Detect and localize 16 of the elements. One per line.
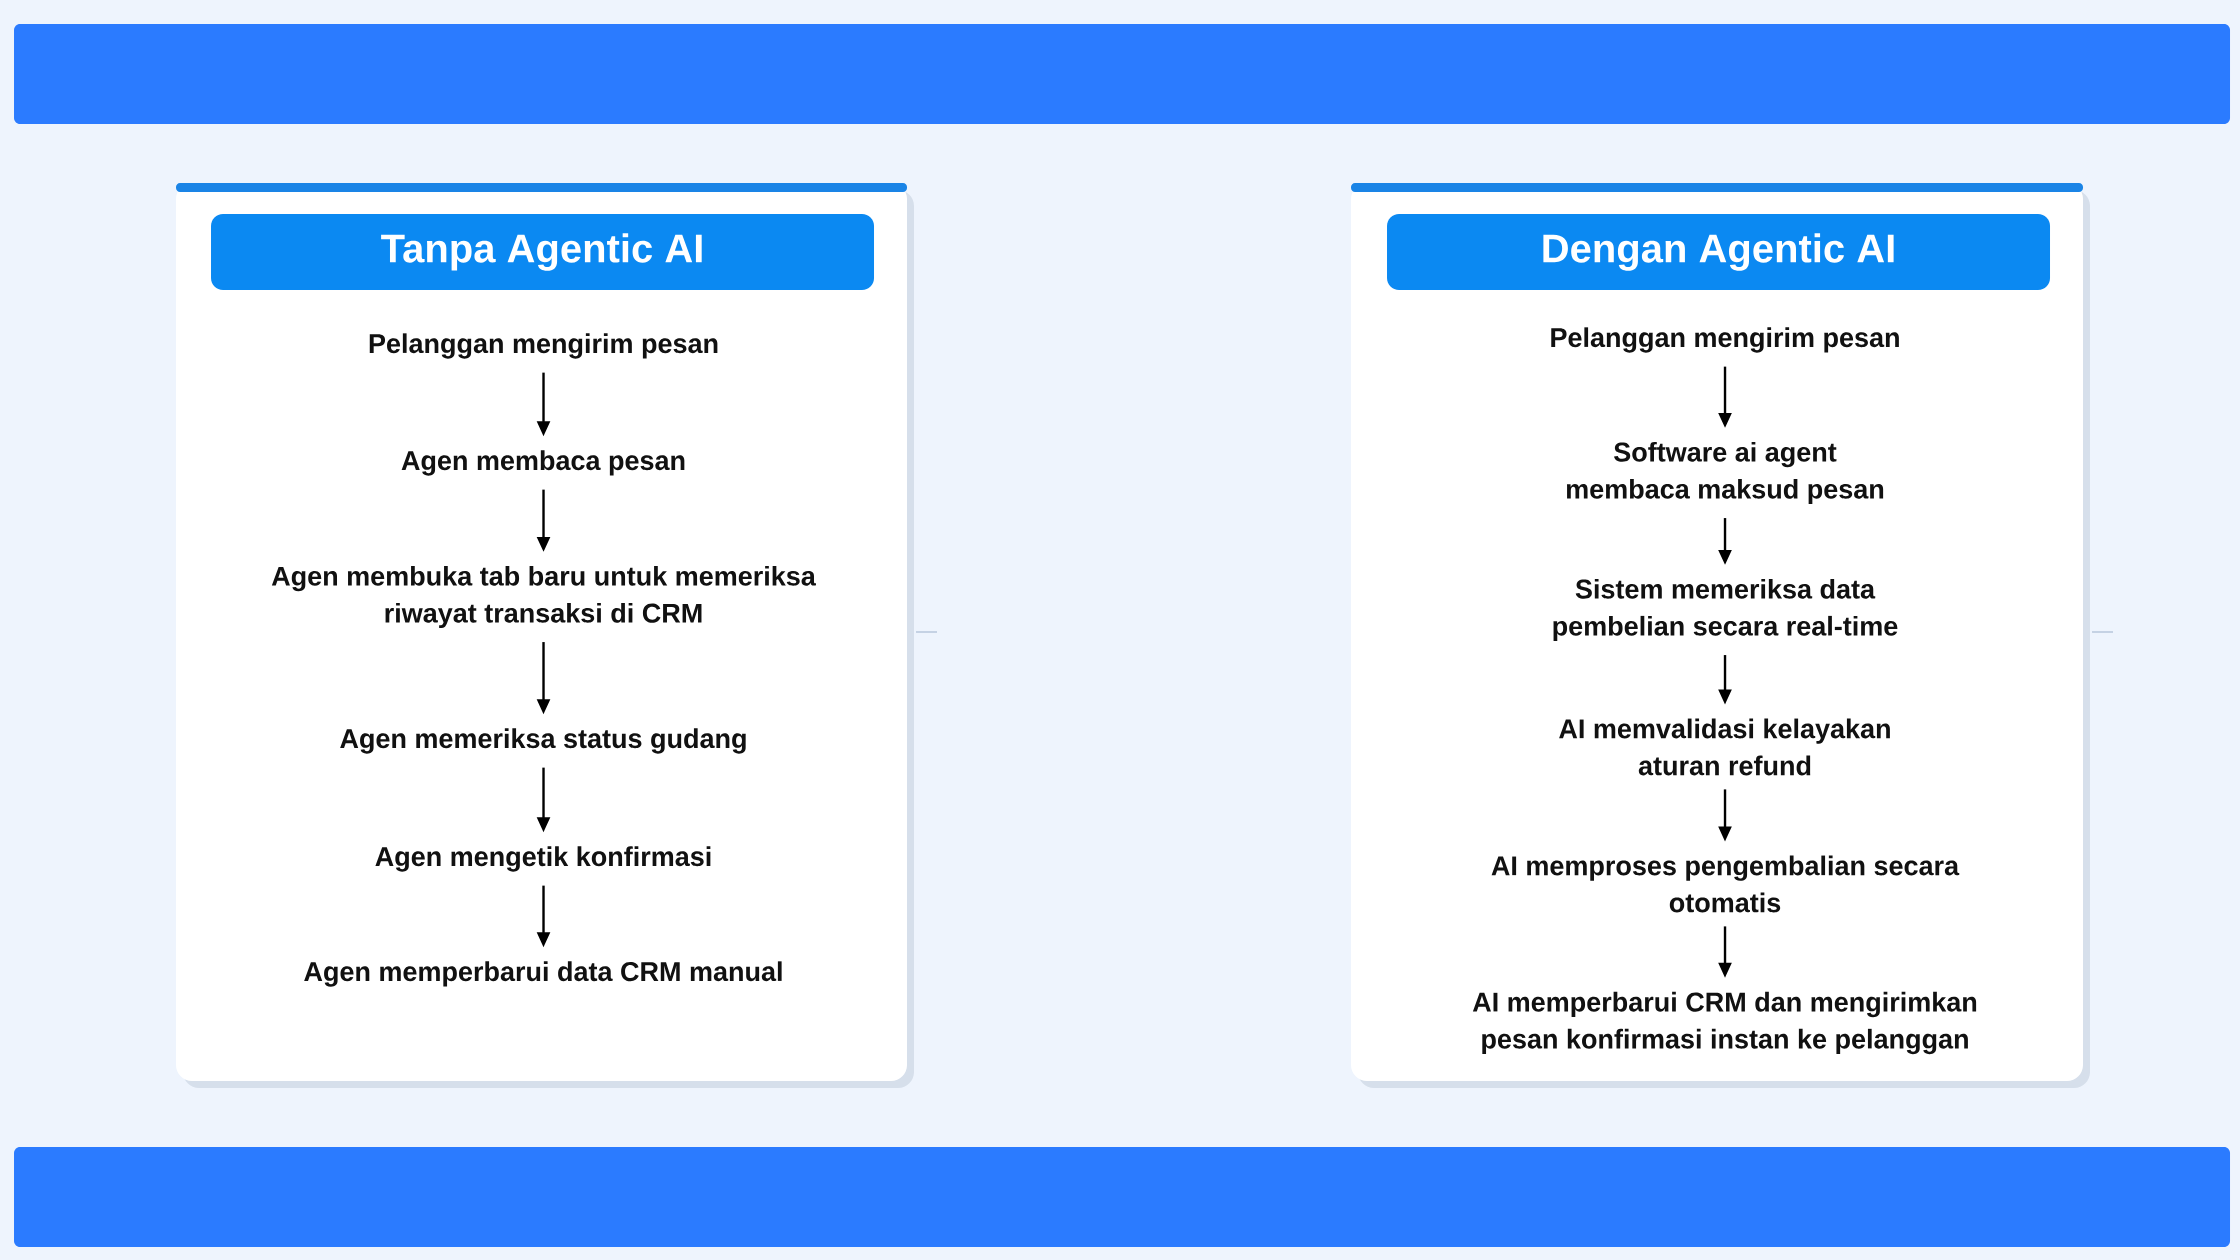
step-text: AI memperbarui CRM dan mengirimkan pesan konfirmasi instan ke pelanggan [1472,991,1977,1055]
step-text: Agen mengetik konfirmasi [375,846,711,872]
title-banner: Dengan Agentic AI [1387,214,2050,290]
step-text: Software ai agent membaca maksud pesan [1567,441,1884,505]
step-text: Sistem memeriksa data pembelian secara real-time [1553,578,1898,642]
step-text: AI memproses pengembalian secara otomatis [1491,855,1960,913]
step-text: Agen memeriksa status gudang [340,728,746,754]
title-banner: Tanpa Agentic AI [211,214,874,290]
card-panel [1351,183,2090,1088]
step-text: Agen membaca pesan [401,450,685,476]
card-panel [176,183,914,1088]
step-text: Pelanggan mengirim pesan [369,333,718,359]
step-text: Pelanggan mengirim pesan [1551,327,1899,353]
step-text: Agen membuka tab baru untuk memeriksa riwayat transaksi di CRM [271,565,816,629]
step-text: AI memvalidasi kelayakan aturan refund [1559,718,1890,776]
step-text: Agen memperbarui data CRM manual [304,961,782,987]
